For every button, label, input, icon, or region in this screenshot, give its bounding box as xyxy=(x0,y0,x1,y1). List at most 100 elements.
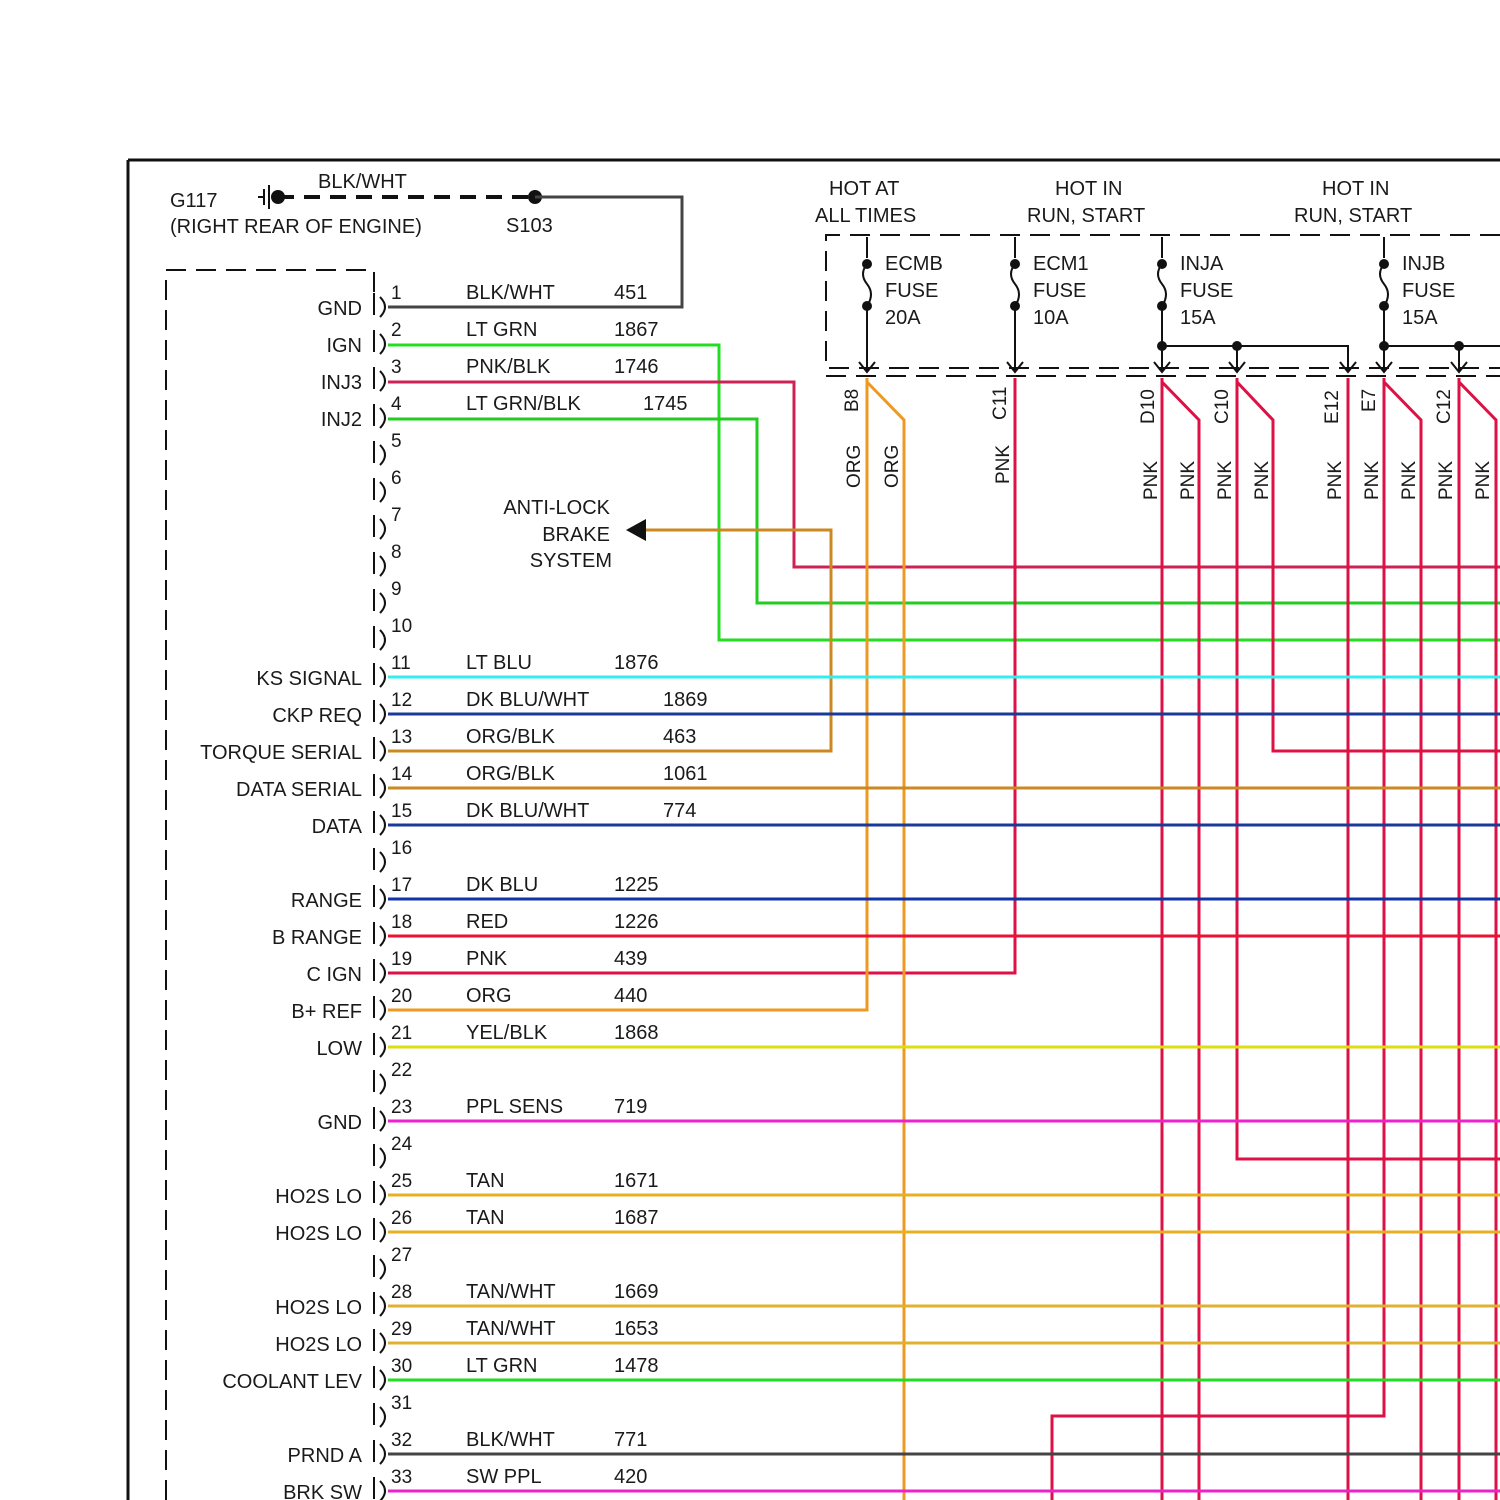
abs-label-line3: SYSTEM xyxy=(530,550,612,572)
pin-21-label: LOW xyxy=(316,1038,362,1060)
fuse-ecmb-icon xyxy=(863,264,871,306)
fuse-injb-icon xyxy=(1380,264,1388,306)
pin-17-wire-color: DK BLU xyxy=(466,874,538,896)
abs-label-line1: ANTI-LOCK xyxy=(503,497,610,519)
pin-13-number: 13 xyxy=(391,727,412,748)
terminal-e12-wire-1: PNK xyxy=(1325,461,1346,500)
pin-33-cavity-icon xyxy=(374,1477,385,1500)
pin-18-label: B RANGE xyxy=(272,927,362,949)
fuse-ecmb-hot-line1: HOT AT xyxy=(829,178,899,200)
pin-23-label: GND xyxy=(318,1112,362,1134)
pin-13-label: TORQUE SERIAL xyxy=(200,742,362,764)
pin-27-number: 27 xyxy=(391,1245,412,1266)
pin-26-wire-color: TAN xyxy=(466,1207,505,1229)
pin-12-cavity-icon xyxy=(374,700,385,724)
pin-18-wire-color: RED xyxy=(466,911,508,933)
pin-20-number: 20 xyxy=(391,986,412,1007)
pin-1-cavity-icon xyxy=(374,293,385,317)
pin-2-cavity-icon xyxy=(374,330,385,354)
pin-19-number: 19 xyxy=(391,949,412,970)
pin-9-cavity-icon xyxy=(374,589,385,613)
pin-29-label: HO2S LO xyxy=(275,1334,362,1356)
pin-30-label: COOLANT LEV xyxy=(222,1371,362,1393)
fuse-injb-hot-line2: RUN, START xyxy=(1294,205,1412,227)
terminal-c10-wire-1: PNK xyxy=(1215,461,1236,500)
terminal-c11-wire-1: PNK xyxy=(993,445,1014,484)
pin-19-circuit: 439 xyxy=(614,948,647,970)
pin-23-circuit: 719 xyxy=(614,1096,647,1118)
pin-4-wire-color: LT GRN/BLK xyxy=(466,393,582,415)
terminal-b8-wire-1: ORG xyxy=(844,445,865,488)
pin-14-label: DATA SERIAL xyxy=(236,779,362,801)
pin-2-wire-color: LT GRN xyxy=(466,319,538,341)
pin-25-number: 25 xyxy=(391,1171,412,1192)
pin-32-circuit: 771 xyxy=(614,1429,647,1451)
pin-30-cavity-icon xyxy=(374,1366,385,1390)
pin-27-cavity-icon xyxy=(374,1255,385,1279)
pin-2-number: 2 xyxy=(391,320,402,341)
fuse-inja: INJA FUSE 15A xyxy=(1154,237,1356,372)
pin-28-label: HO2S LO xyxy=(275,1297,362,1319)
fuse-ecm1-rating: 10A xyxy=(1033,307,1069,329)
pin-18-cavity-icon xyxy=(374,922,385,946)
pin-8-cavity-icon xyxy=(374,552,385,576)
pin-16-cavity-icon xyxy=(374,848,385,872)
fuse-injb-word: FUSE xyxy=(1402,280,1455,302)
terminal-b8-label: B8 xyxy=(842,389,863,412)
pin-26-number: 26 xyxy=(391,1208,412,1229)
pin-21-number: 21 xyxy=(391,1023,412,1044)
terminal-b8-wire-2: ORG xyxy=(882,445,903,488)
splice-label: S103 xyxy=(506,215,553,237)
pin-16-number: 16 xyxy=(391,838,412,859)
pin-30-circuit: 1478 xyxy=(614,1355,659,1377)
pin-31-cavity-icon xyxy=(374,1403,385,1427)
pin-17-circuit: 1225 xyxy=(614,874,659,896)
terminal-d10-wire-2: PNK xyxy=(1178,461,1199,500)
fuse-ecmb-hot-line2: ALL TIMES xyxy=(815,205,916,227)
pin-25-cavity-icon xyxy=(374,1181,385,1205)
pin-33-label: BRK SW xyxy=(283,1482,362,1500)
pin-7-number: 7 xyxy=(391,505,402,526)
pin-20-wire-color: ORG xyxy=(466,985,512,1007)
pin-4-cavity-icon xyxy=(374,404,385,428)
pin-26-label: HO2S LO xyxy=(275,1223,362,1245)
pin-15-label: DATA xyxy=(312,816,363,838)
pin-29-wire-color: TAN/WHT xyxy=(466,1318,556,1340)
fuse-injb-hot-line1: HOT IN xyxy=(1322,178,1389,200)
pin-11-label: KS SIGNAL xyxy=(256,668,362,690)
pin-33-wire-color: SW PPL xyxy=(466,1466,542,1488)
pin-31-number: 31 xyxy=(391,1393,412,1414)
pin-1-wire-color: BLK/WHT xyxy=(466,282,555,304)
pin-29-cavity-icon xyxy=(374,1329,385,1353)
terminal-d10-label: D10 xyxy=(1138,389,1159,424)
pin-21-wire-color: YEL/BLK xyxy=(466,1022,548,1044)
abs-arrow-icon xyxy=(626,519,646,541)
pin-33-number: 33 xyxy=(391,1467,412,1488)
pin-32-wire-color: BLK/WHT xyxy=(466,1429,555,1451)
pin-11-circuit: 1876 xyxy=(614,652,659,674)
pin-15-number: 15 xyxy=(391,801,412,822)
fuse-ecmb: ECMB FUSE 20A xyxy=(859,237,943,372)
pin-13-wire-color: ORG/BLK xyxy=(466,726,556,748)
fuse-inja-rating: 15A xyxy=(1180,307,1216,329)
pin-30-number: 30 xyxy=(391,1356,412,1377)
terminal-d10-wire-1: PNK xyxy=(1141,461,1162,500)
pin-23-wire-color: PPL SENS xyxy=(466,1096,563,1118)
pin-28-circuit: 1669 xyxy=(614,1281,659,1303)
pin-3-wire-color: PNK/BLK xyxy=(466,356,551,378)
pin-8-number: 8 xyxy=(391,542,402,563)
pin-24-cavity-icon xyxy=(374,1144,385,1168)
pin-13-cavity-icon xyxy=(374,737,385,761)
pin-19-cavity-icon xyxy=(374,959,385,983)
fuse-ecm1: ECM1 FUSE 10A xyxy=(1007,237,1089,372)
fuse-injb-rating: 15A xyxy=(1402,307,1438,329)
pin-22-cavity-icon xyxy=(374,1070,385,1094)
pin-4-circuit: 1745 xyxy=(643,393,688,415)
fuse-ecmb-word: FUSE xyxy=(885,280,938,302)
pin-18-circuit: 1226 xyxy=(614,911,659,933)
pin-15-cavity-icon xyxy=(374,811,385,835)
fuse-ecmb-name: ECMB xyxy=(885,253,943,275)
pin-17-label: RANGE xyxy=(291,890,362,912)
terminal-c12-wire-3: PNK xyxy=(1473,461,1494,500)
pin-32-number: 32 xyxy=(391,1430,412,1451)
